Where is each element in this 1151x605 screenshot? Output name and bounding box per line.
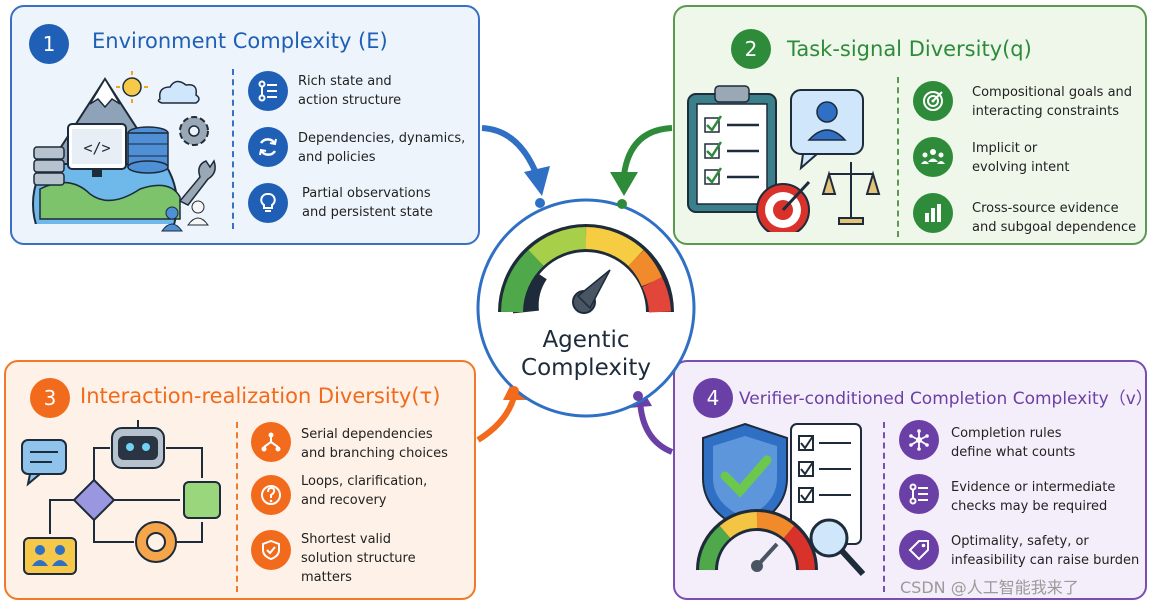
small-gauge xyxy=(696,509,818,572)
database-right xyxy=(127,126,169,174)
server-left xyxy=(33,146,65,186)
shield-check-icon xyxy=(251,530,291,570)
robot xyxy=(111,420,165,469)
item-text: Completion rules define what counts xyxy=(951,426,1076,460)
item-text: Evidence or intermediate checks may be r… xyxy=(951,480,1116,514)
item-text: Dependencies, dynamics, and policies xyxy=(298,131,466,165)
environment-illustration: </> xyxy=(25,71,216,239)
item-text: Compositional goals and interacting cons… xyxy=(972,85,1133,119)
structure-icon xyxy=(248,71,288,111)
item-text: Shortest valid solution structure matter… xyxy=(301,532,416,585)
card-environment-complexity: 1 Environment Complexity (E) </> xyxy=(10,5,480,245)
branch-icon xyxy=(251,422,291,462)
card-title: Interaction-realization Diversity(τ) xyxy=(80,384,441,408)
cloud-icon xyxy=(157,80,200,104)
step-number-badge: 4 xyxy=(693,378,733,418)
item-text: Rich state and action structure xyxy=(298,74,402,108)
network-icon xyxy=(899,420,939,460)
step-number-badge: 1 xyxy=(29,24,69,64)
step-number: 2 xyxy=(744,37,758,61)
card-interaction-realization-diversity: 3 Interaction-realization Diversity(τ) S… xyxy=(4,360,476,600)
card-title: Environment Complexity (E) xyxy=(92,29,388,53)
item-text: Partial observations and persistent stat… xyxy=(302,186,433,220)
arrow-from-card-4 xyxy=(637,399,674,455)
step-number-badge: 2 xyxy=(731,29,771,69)
card-task-signal-diversity: 2 Task-signal Diversity(q) xyxy=(673,5,1147,245)
question-icon xyxy=(251,475,291,515)
item-text: Loops, clarification, and recovery xyxy=(301,474,428,508)
item-text: Serial dependencies and branching choice… xyxy=(301,427,448,461)
target-icon xyxy=(913,81,953,121)
card-divider xyxy=(232,69,234,229)
center-label-line2: Complexity xyxy=(521,355,651,381)
item-text: Optimality, safety, or infeasibility can… xyxy=(951,534,1140,568)
process-box-green xyxy=(183,481,221,519)
verifier-illustration xyxy=(696,422,866,577)
card-verifier-completion-complexity: 4 Verifier-conditioned Completion Comple… xyxy=(673,360,1151,600)
watermark: CSDN @人工智能我来了 xyxy=(900,578,1079,597)
step-number: 3 xyxy=(43,386,57,410)
task-illustration xyxy=(687,85,881,232)
card-divider xyxy=(883,422,885,592)
bar-chart-icon xyxy=(913,193,953,233)
card-title: Verifier-conditioned Completion Complexi… xyxy=(739,389,1151,409)
arrow-from-card-1 xyxy=(481,125,541,180)
users-icon xyxy=(913,137,953,177)
interaction-flow-illustration xyxy=(21,420,221,575)
card-divider xyxy=(897,77,899,237)
center-label-line1: Agentic xyxy=(542,327,630,353)
card-divider xyxy=(236,422,238,592)
step-number: 1 xyxy=(42,32,56,56)
scales-icon xyxy=(821,162,881,225)
step-number-badge: 3 xyxy=(30,378,70,418)
tag-icon xyxy=(899,530,939,570)
item-text: Implicit or evolving intent xyxy=(972,141,1070,175)
steps-icon xyxy=(899,474,939,514)
center-label: Agentic Complexity xyxy=(500,326,672,382)
cycle-icon xyxy=(248,127,288,167)
target-bullseye xyxy=(756,180,811,232)
magnifier-icon xyxy=(809,518,866,577)
item-text: Cross-source evidence and subgoal depend… xyxy=(972,201,1137,235)
svg-text:</>: </> xyxy=(83,139,110,157)
sun-icon xyxy=(122,77,142,97)
arrow-from-card-2 xyxy=(621,125,673,176)
users-small-icon xyxy=(161,200,209,232)
gauge-icon xyxy=(498,224,674,314)
wrench-icon xyxy=(178,159,216,206)
lightbulb-icon xyxy=(248,183,288,223)
step-number: 4 xyxy=(706,386,720,410)
card-title: Task-signal Diversity(q) xyxy=(787,37,1032,61)
chat-bubble xyxy=(21,439,67,475)
